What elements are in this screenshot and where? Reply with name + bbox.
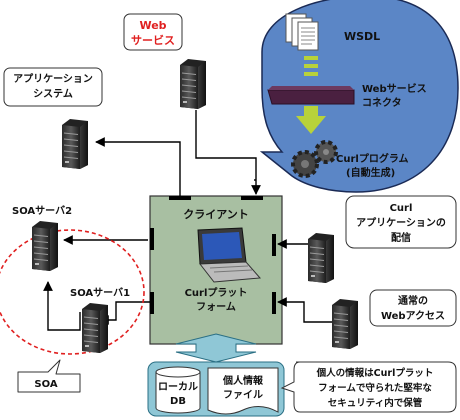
- soa-server2-label: SOAサーバ2: [12, 205, 72, 217]
- app-system-server-icon: [62, 118, 88, 170]
- web-service-server-icon: [180, 58, 206, 110]
- security-note-line1: 個人の情報はCurlプラット: [316, 367, 434, 379]
- personal-file-label-1: 個人情報: [222, 374, 264, 387]
- gear-icon: [291, 140, 338, 178]
- connection-arrows: [43, 110, 332, 331]
- arrow-to-soa-server1: [99, 301, 150, 325]
- connector-bar: [267, 89, 355, 105]
- program-label-1: Curlプログラム: [336, 152, 409, 165]
- wsdl-document-icon: [285, 13, 319, 51]
- wsdl-label: WSDL: [344, 30, 380, 43]
- platform-label-1: Curlプラット: [185, 286, 248, 299]
- curl-app-label-1: Curl: [390, 203, 413, 214]
- web-access-callout: 通常の Webアクセス: [369, 289, 457, 327]
- web-service-label-1: Web: [139, 19, 166, 32]
- connector-bubble: WSDL Webサービス コネクタ Curlプログラム (自動生成): [259, 0, 459, 193]
- soa-server2-icon: [32, 220, 58, 272]
- arrow-to-app-system: [95, 137, 181, 196]
- local-db-label-2: DB: [170, 396, 186, 407]
- generate-arrow: [296, 56, 326, 134]
- security-note-callout: 個人の情報はCurlプラット フォームで守られた堅牢な セキュリティ内で保管: [280, 361, 457, 413]
- web-service-label-2: サービス: [131, 33, 175, 47]
- client-ports: [150, 196, 276, 314]
- web-access-server-icon: [332, 298, 358, 350]
- web-access-label-1: 通常の: [398, 294, 428, 307]
- curl-app-server-icon: [308, 232, 334, 284]
- app-system-label: アプリケーション システム: [3, 67, 103, 107]
- soa-server1-icon: [82, 302, 108, 354]
- web-service-label: Web サービス: [123, 13, 183, 51]
- curl-app-label-2: アプリケーションの: [356, 216, 446, 229]
- arrow-from-web-service: [195, 110, 261, 195]
- arrow-from-web-access: [277, 297, 332, 323]
- platform-label-2: フォーム: [196, 301, 236, 313]
- security-note-line2: フォームで守られた堅牢な: [318, 382, 432, 394]
- soa-tag: SOA: [17, 359, 81, 393]
- app-system-label-2: システム: [33, 88, 73, 100]
- web-access-label-2: Webアクセス: [381, 310, 445, 322]
- soa-group-ring: [0, 229, 145, 355]
- arrow-soa1-to-soa2: [43, 281, 81, 331]
- program-label-2: (自動生成): [346, 166, 395, 179]
- curl-app-label-3: 配信: [391, 231, 411, 244]
- local-db-label-1: ローカル: [158, 381, 198, 393]
- local-db-cylinder: ローカル DB: [155, 366, 201, 414]
- storage-panel: ローカル DB 個人情報 ファイル: [147, 361, 285, 417]
- soa-tag-label: SOA: [34, 379, 57, 390]
- security-note-line3: セキュリティ内で保管: [328, 397, 423, 409]
- laptop-icon: [197, 227, 262, 283]
- curl-app-callout: Curl アプリケーションの 配信: [345, 195, 457, 249]
- client-title: クライアント: [183, 208, 249, 221]
- personal-file-label-2: ファイル: [223, 389, 263, 401]
- app-system-label-1: アプリケーション: [13, 72, 93, 85]
- personal-file-icon: 個人情報 ファイル: [207, 367, 279, 415]
- connector-label-1: Webサービス: [362, 82, 427, 95]
- connector-label-2: コネクタ: [362, 97, 402, 109]
- soa-server1-label: SOAサーバ1: [70, 287, 130, 299]
